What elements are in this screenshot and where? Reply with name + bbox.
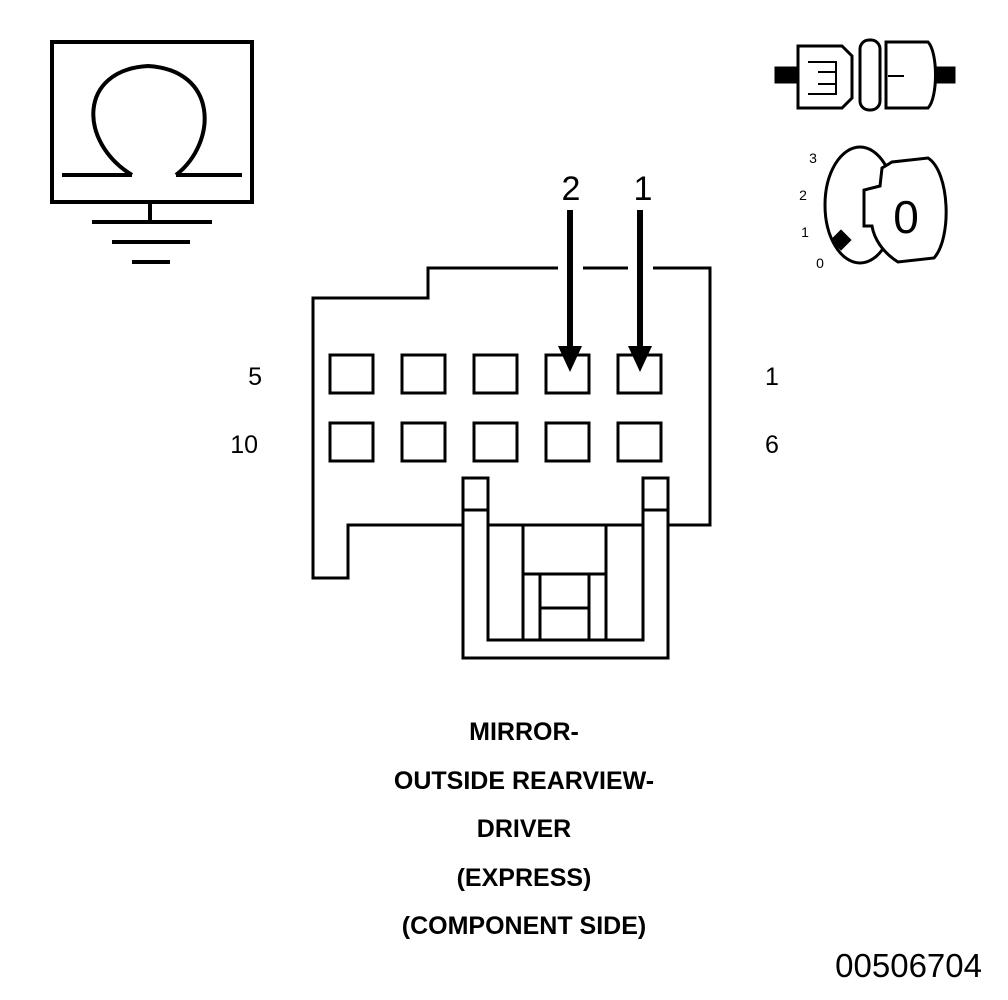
pin-cavity-8 [472,421,519,463]
probe-arrow-1 [628,210,652,372]
pin-label-5: 5 [248,363,262,391]
connector-latch [461,476,670,660]
pin-cavity-7 [544,421,591,463]
pin-label-1: 1 [765,363,779,391]
pin-cavity-9 [400,421,447,463]
connector-housing-right-edge [653,266,712,527]
probe-label-2: 2 [562,170,581,208]
ohmmeter-icon [50,40,254,204]
pin-cavity-6 [616,421,663,463]
figure-id: 00506704 [835,947,982,984]
caption-line-5: (COMPONENT SIDE) [401,912,647,940]
pin-cavity-2 [544,353,591,395]
connector-plug-icon [774,38,956,112]
caption-line-1: MIRROR- [469,718,579,746]
caption-line-2: OUTSIDE REARVIEW- [393,767,655,795]
pin-label-6: 6 [765,431,779,459]
pin-cavity-4 [400,353,447,395]
ignition-position-0: 0 [816,255,824,271]
ground-symbol-icon [92,202,212,264]
pin-row-top [328,353,663,395]
caption-line-3: DRIVER [476,815,572,843]
ignition-key-icon: 0 [823,145,948,265]
caption-line-4: (EXPRESS) [456,864,592,892]
key-position-readout: 0 [893,191,919,243]
ignition-position-1: 1 [801,224,809,240]
connector-housing [311,266,558,580]
pin-cavity-3 [472,353,519,395]
ignition-position-2: 2 [799,187,807,203]
pin-cavity-5 [328,353,375,395]
probe-arrow-2 [558,210,582,372]
pin-cavity-10 [328,421,375,463]
ignition-position-3: 3 [809,150,817,166]
probe-label-1: 1 [634,170,653,208]
pin-label-10: 10 [230,431,258,459]
pin-row-bottom [328,421,663,463]
